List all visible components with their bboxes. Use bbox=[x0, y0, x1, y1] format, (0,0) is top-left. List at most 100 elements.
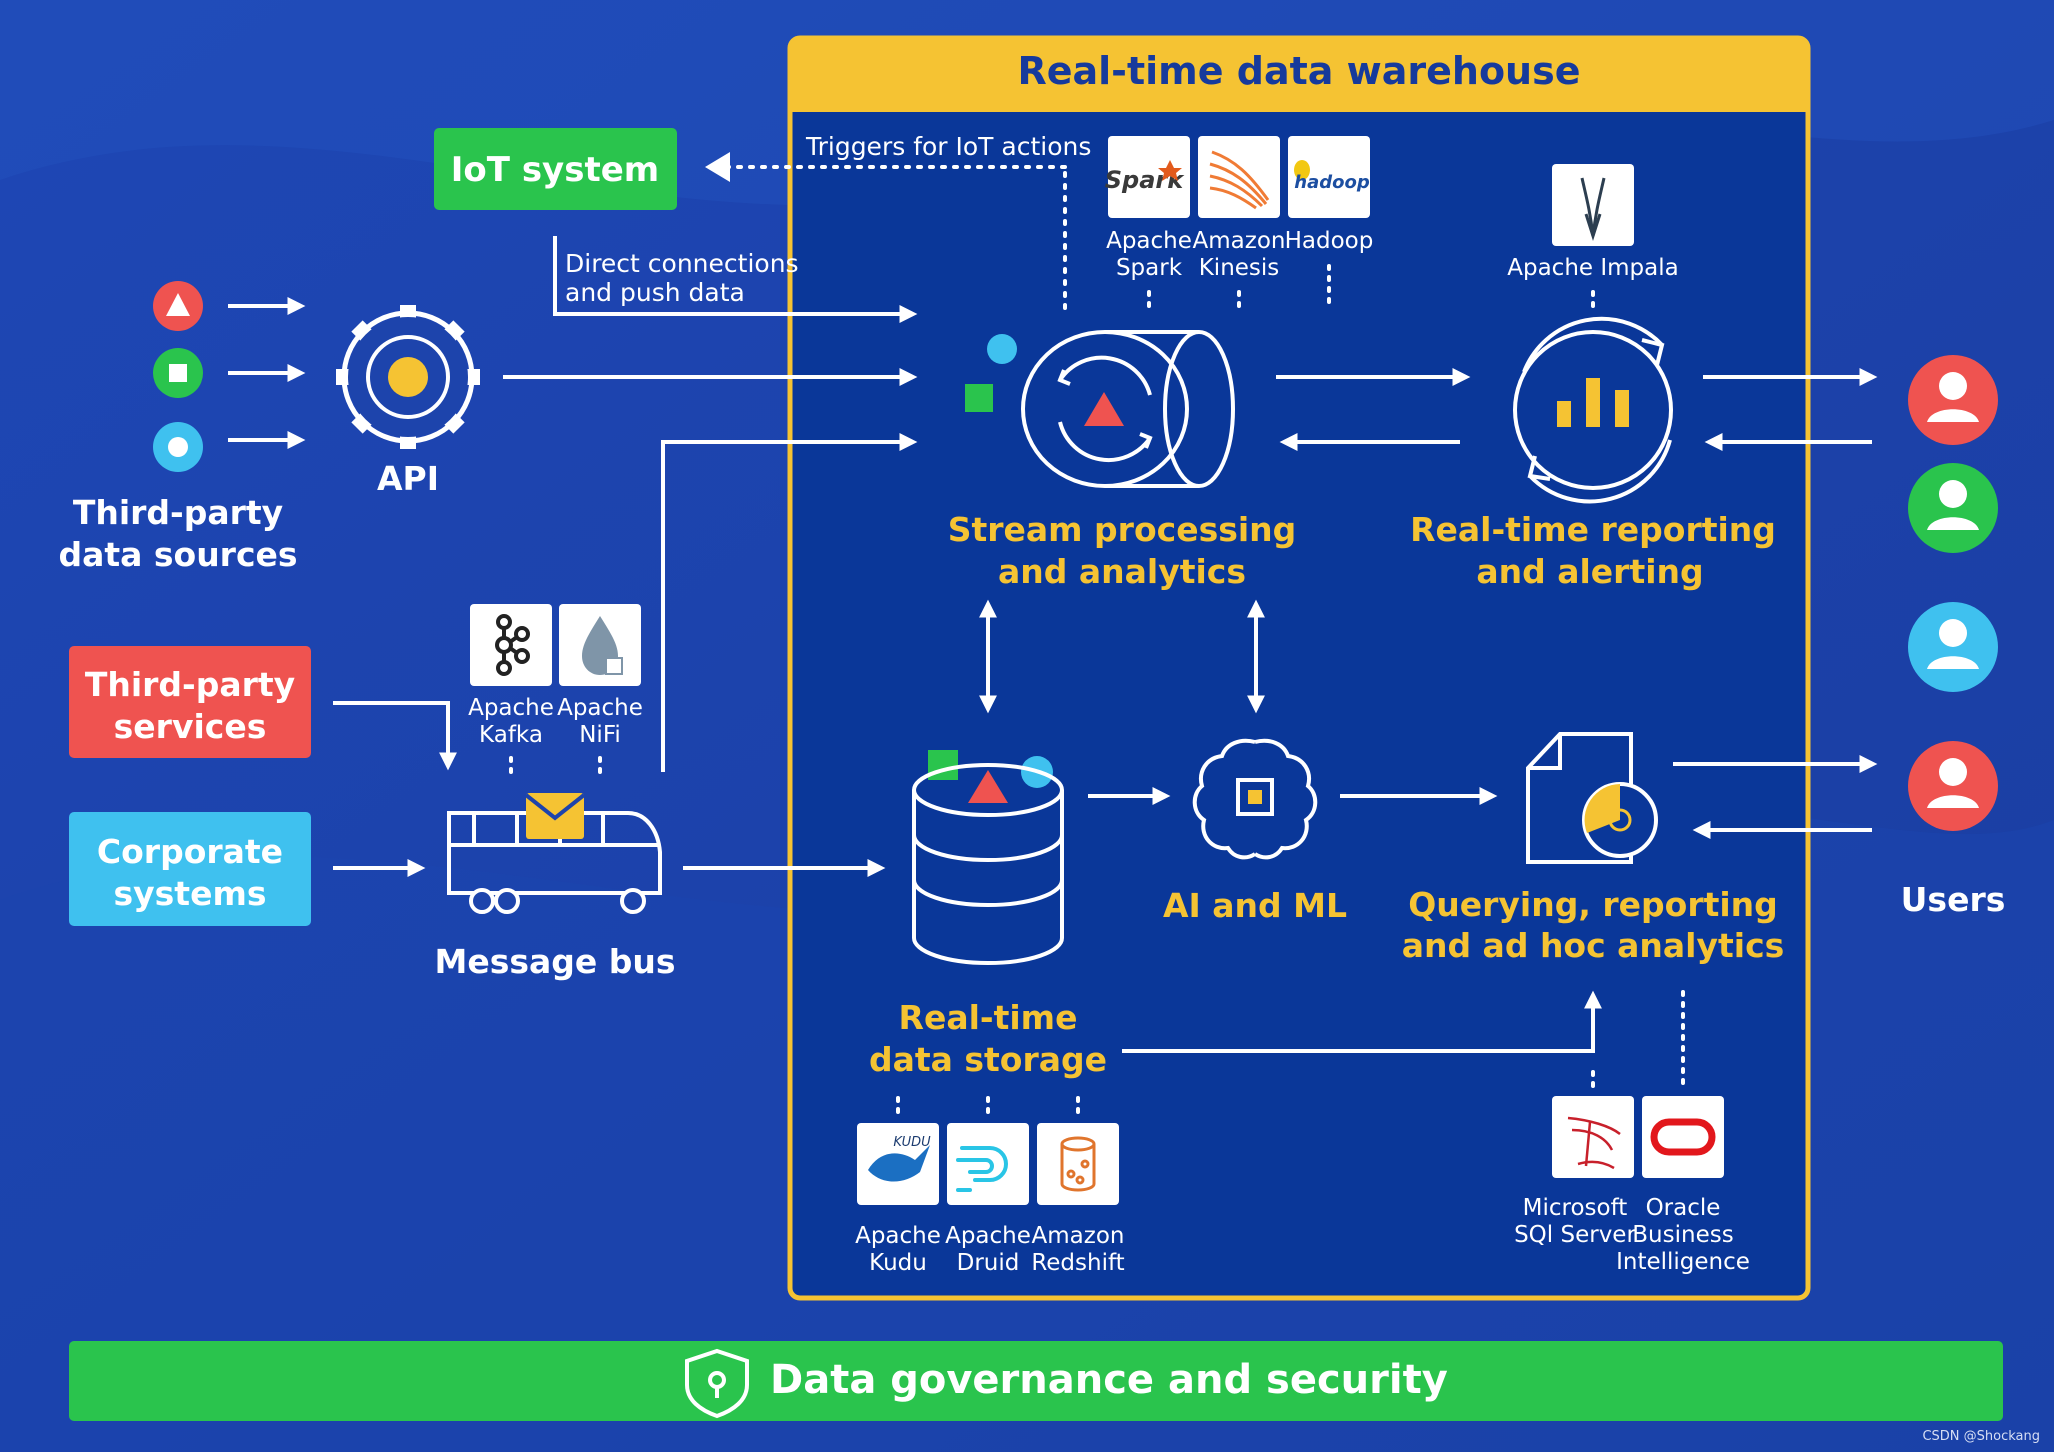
kudu-antelope-icon bbox=[868, 1145, 930, 1182]
refresh-chart-icon bbox=[1513, 316, 1673, 504]
redshift-tool: Amazon Redshift bbox=[1031, 1123, 1125, 1276]
chip-icon bbox=[1248, 790, 1262, 804]
oracle-line1: Oracle bbox=[1646, 1195, 1721, 1221]
spark-logo-tile bbox=[1108, 136, 1190, 218]
hadoop-tool: hadoop Hadoop bbox=[1285, 136, 1374, 254]
shield-icon bbox=[685, 1348, 749, 1419]
kudu-line1: Apache bbox=[855, 1223, 941, 1249]
kudu-logo-text: KUDU bbox=[893, 1135, 931, 1150]
stream-cyan-dot bbox=[987, 334, 1017, 364]
corporate-systems: Corporate systems bbox=[69, 812, 311, 926]
trigger-arrowhead bbox=[705, 152, 730, 182]
data-sources-line1: Third-party bbox=[73, 493, 283, 532]
spark-tool: Spark Apache Spark bbox=[1105, 136, 1192, 281]
druid-line1: Apache bbox=[945, 1223, 1031, 1249]
api: API bbox=[336, 305, 480, 498]
stream-line2: and analytics bbox=[998, 552, 1246, 591]
nifi-line1: Apache bbox=[557, 695, 643, 721]
sqlserver-line1: Microsoft bbox=[1523, 1195, 1628, 1221]
hadoop-elephant-icon bbox=[1294, 160, 1310, 180]
third-party-services-box bbox=[69, 646, 311, 758]
storage-line1: Real-time bbox=[899, 998, 1078, 1037]
message-bus: Message bus bbox=[434, 793, 676, 981]
spark-line2: Spark bbox=[1116, 255, 1183, 281]
gear-icon bbox=[336, 305, 480, 449]
governance-box bbox=[69, 1341, 2003, 1421]
redshift-icon bbox=[1060, 1136, 1096, 1192]
kudu-line2: Kudu bbox=[869, 1250, 927, 1276]
impala-tool: Apache Impala bbox=[1507, 164, 1679, 281]
governance-bar: Data governance and security bbox=[69, 1341, 2003, 1421]
kinesis-tool: Amazon Kinesis bbox=[1193, 136, 1286, 281]
users: Users bbox=[1901, 355, 2006, 919]
third-party-services: Third-party services bbox=[69, 646, 311, 758]
redshift-line1: Amazon bbox=[1032, 1223, 1125, 1249]
stream-line1: Stream processing bbox=[948, 510, 1297, 549]
kinesis-line2: Kinesis bbox=[1199, 255, 1280, 281]
stream-green-square bbox=[965, 384, 993, 412]
oracle-tool: Oracle Business Intelligence bbox=[1616, 1096, 1750, 1275]
druid-logo-tile bbox=[947, 1123, 1029, 1205]
user-avatar-4 bbox=[1908, 741, 1998, 831]
querying-line1: Querying, reporting bbox=[1408, 885, 1778, 924]
hadoop-logo-text: hadoop bbox=[1294, 172, 1370, 193]
sqlserver-tool: Microsoft SQl Server bbox=[1514, 1096, 1636, 1248]
third-party-services-line1: Third-party bbox=[85, 665, 295, 704]
square-icon bbox=[169, 364, 187, 382]
reporting-line1: Real-time reporting bbox=[1410, 510, 1776, 549]
governance-label: Data governance and security bbox=[770, 1357, 1448, 1403]
kafka-line1: Apache bbox=[468, 695, 554, 721]
third-party-services-line2: services bbox=[114, 707, 267, 746]
stream-triangle-icon bbox=[1084, 392, 1124, 426]
nifi-tool: Apache NiFi bbox=[557, 604, 643, 748]
direct-connections-line2: and push data bbox=[565, 278, 745, 307]
data-sources: Third-party data sources bbox=[58, 281, 306, 574]
kafka-icon bbox=[495, 614, 530, 676]
hadoop-line1: Hadoop bbox=[1285, 228, 1374, 254]
ai-label: AI and ML bbox=[1163, 886, 1347, 925]
bar-1 bbox=[1557, 401, 1571, 427]
corporate-systems-line2: systems bbox=[114, 874, 267, 913]
message-bus-label: Message bus bbox=[434, 942, 675, 981]
oracle-line2: Business bbox=[1632, 1222, 1733, 1248]
nifi-line2: NiFi bbox=[579, 722, 621, 748]
users-label: Users bbox=[1901, 880, 2006, 919]
storage-to-querying-arrow bbox=[1122, 990, 1602, 1053]
brain-icon bbox=[1192, 738, 1318, 860]
bar-2 bbox=[1586, 378, 1600, 427]
services-to-bus-arrow bbox=[333, 701, 457, 771]
impala-logo-tile bbox=[1552, 164, 1634, 246]
circle-icon bbox=[168, 437, 188, 457]
database-icon bbox=[912, 763, 1064, 965]
druid-line2: Druid bbox=[957, 1250, 1020, 1276]
iot-system-box bbox=[434, 128, 677, 210]
redshift-line2: Redshift bbox=[1031, 1250, 1124, 1276]
spark-line1: Apache bbox=[1106, 228, 1192, 254]
data-storage: Real-time data storage bbox=[869, 750, 1107, 1079]
corporate-systems-line1: Corporate bbox=[97, 832, 283, 871]
oracle-line3: Intelligence bbox=[1616, 1249, 1750, 1275]
bus-to-stream-arrow bbox=[661, 433, 918, 772]
warehouse-panel: Real-time data warehouse bbox=[787, 35, 1811, 1301]
envelope-icon bbox=[524, 793, 586, 839]
iot-system-label: IoT system bbox=[451, 150, 659, 190]
watermark: CSDN @Shockang bbox=[1922, 1429, 2040, 1444]
storage-triangle-icon bbox=[968, 770, 1008, 803]
data-sources-line2: data sources bbox=[58, 535, 297, 574]
stream-cylinder-icon bbox=[1021, 330, 1235, 488]
sqlserver-logo-tile bbox=[1552, 1096, 1634, 1178]
user-avatar-2 bbox=[1908, 463, 1998, 553]
kafka-tool: Apache Kafka bbox=[468, 604, 554, 748]
querying: Querying, reporting and ad hoc analytics bbox=[1402, 732, 1784, 965]
corporate-systems-box bbox=[69, 812, 311, 926]
kinesis-line1: Amazon bbox=[1193, 228, 1286, 254]
direct-connections-line1: Direct connections bbox=[565, 249, 799, 278]
redshift-logo-tile bbox=[1037, 1123, 1119, 1205]
druid-tool: Apache Druid bbox=[945, 1123, 1031, 1276]
triangle-icon bbox=[166, 293, 190, 316]
storage-line2: data storage bbox=[869, 1040, 1107, 1079]
warehouse-title: Real-time data warehouse bbox=[1017, 49, 1580, 93]
oracle-icon bbox=[1650, 1118, 1716, 1156]
